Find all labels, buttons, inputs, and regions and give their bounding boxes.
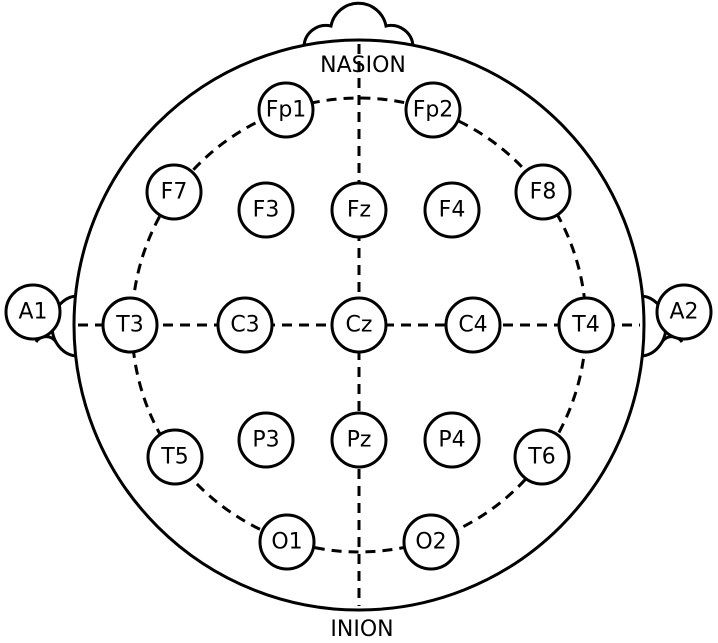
electrode-A2: A2	[655, 283, 713, 341]
electrode-T6: T6	[513, 428, 571, 486]
electrode-O1: O1	[258, 513, 316, 571]
electrode-F4: F4	[423, 181, 481, 239]
electrode-Fz: Fz	[330, 181, 388, 239]
electrode-P3: P3	[237, 411, 295, 469]
electrode-label: T6	[527, 445, 555, 470]
electrode-Pz: Pz	[330, 411, 388, 469]
electrode-Fp2: Fp2	[404, 81, 462, 139]
electrode-A1: A1	[4, 283, 62, 341]
electrode-F7: F7	[145, 163, 203, 221]
electrode-label: F8	[530, 180, 557, 205]
nose-outline	[302, 1, 415, 48]
electrode-label: F7	[161, 180, 188, 205]
electrode-label: F3	[253, 198, 280, 223]
electrode-C3: C3	[216, 296, 274, 354]
electrode-label: A1	[18, 300, 47, 325]
electrode-label: Fp2	[413, 98, 454, 123]
electrode-P4: P4	[423, 411, 481, 469]
electrode-T5: T5	[146, 428, 204, 486]
electrode-label: T3	[115, 313, 143, 338]
electrode-Fp1: Fp1	[257, 81, 315, 139]
electrode-label: T5	[160, 445, 188, 470]
nasion-label: NASION	[320, 53, 406, 78]
electrode-label: C4	[458, 313, 487, 338]
electrode-label: Fz	[347, 198, 371, 223]
electrode-label: P3	[252, 428, 279, 453]
electrode-Cz: Cz	[330, 296, 388, 354]
electrode-label: Pz	[347, 428, 372, 453]
electrode-label: A2	[669, 300, 698, 325]
electrode-label: Cz	[346, 313, 373, 338]
electrode-label: Fp1	[266, 98, 307, 123]
electrode-C4: C4	[444, 296, 502, 354]
electrode-label: P4	[438, 428, 465, 453]
electrode-label: F4	[439, 198, 466, 223]
electrode-label: C3	[230, 313, 259, 338]
electrode-F8: F8	[514, 163, 572, 221]
electrode-T4: T4	[557, 296, 615, 354]
electrode-T3: T3	[101, 296, 159, 354]
inion-label: INION	[330, 617, 393, 642]
electrode-label: O1	[271, 530, 302, 555]
electrode-F3: F3	[237, 181, 295, 239]
electrode-O2: O2	[402, 513, 460, 571]
electrode-label: O2	[415, 530, 446, 555]
electrode-label: T4	[571, 313, 599, 338]
